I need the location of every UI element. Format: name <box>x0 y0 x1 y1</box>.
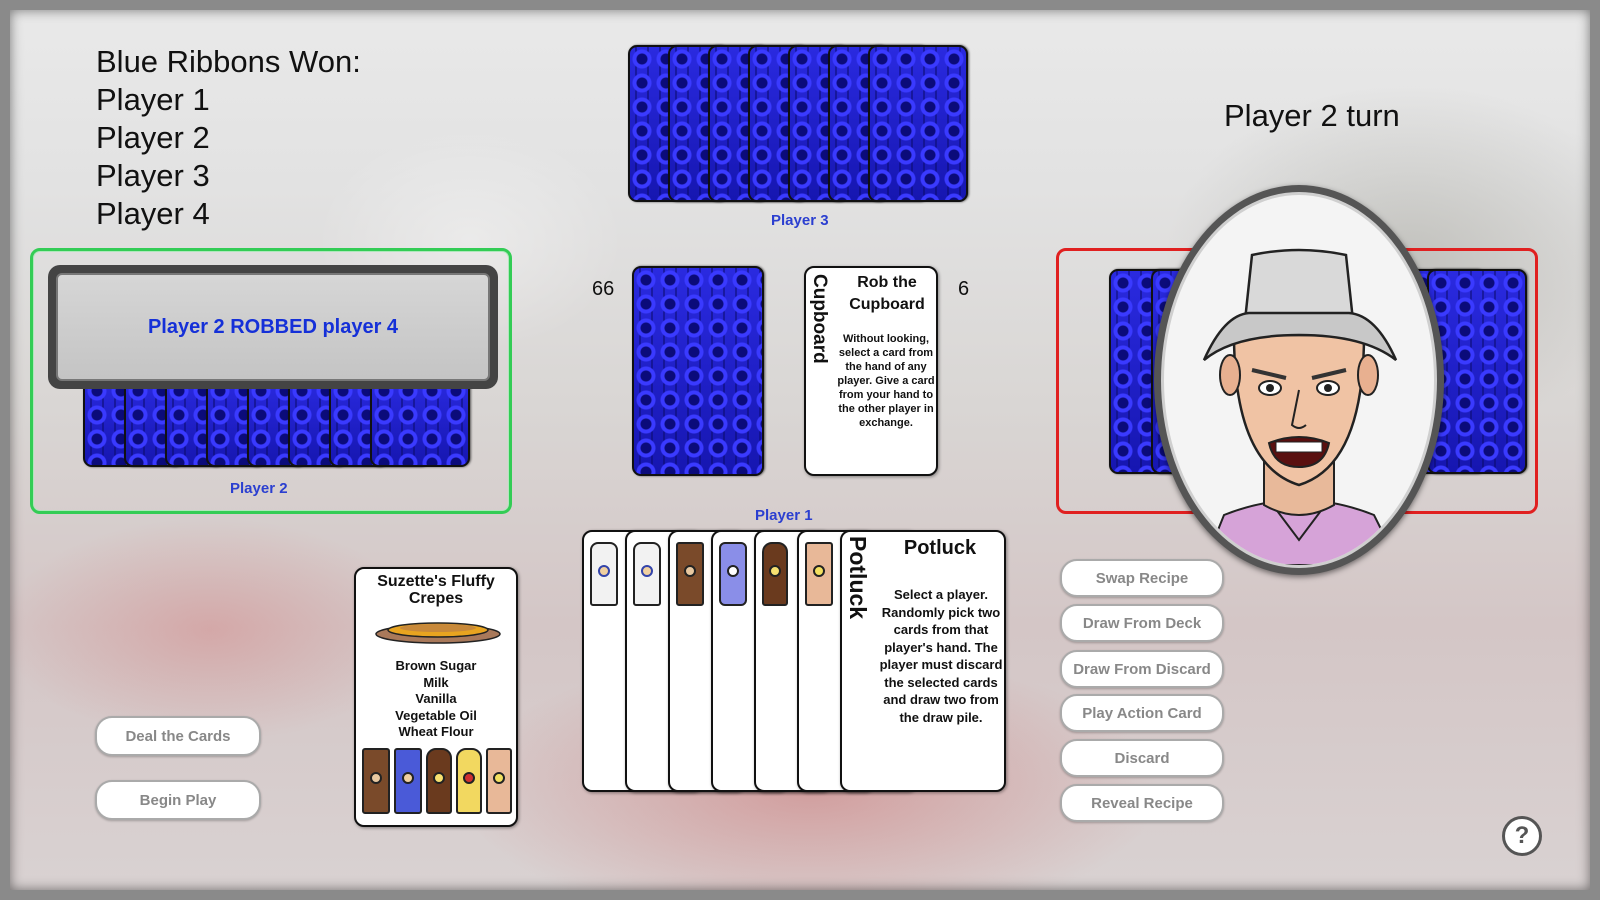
ingredient: Wheat Flour <box>398 724 474 739</box>
ingredient: Vanilla <box>415 691 457 706</box>
potluck-title: Potluck <box>903 537 977 559</box>
reveal-recipe-button[interactable]: Reveal Recipe <box>1060 784 1224 822</box>
card-back <box>1427 269 1527 474</box>
vanilla-bottle-icon <box>762 542 788 606</box>
ingredient: Vegetable Oil <box>395 707 477 723</box>
milk-carton-icon <box>633 542 661 606</box>
potluck-description: Select a player. Randomly pick two cards… <box>879 587 1003 725</box>
card-back <box>868 45 968 202</box>
hand-card-potluck[interactable]: Potluck Potluck Select a player. Randoml… <box>840 530 1006 792</box>
card-back <box>370 377 470 467</box>
message-panel: Player 2 ROBBED player 4 <box>56 273 490 381</box>
player-3-label: Player 3 <box>771 212 829 229</box>
player-3-hand <box>628 45 968 210</box>
portrait-frame <box>1161 192 1437 568</box>
discard-button[interactable]: Discard <box>1060 739 1224 777</box>
milk-carton-icon <box>394 748 422 814</box>
player-1-label: Player 1 <box>755 507 813 524</box>
discard-count: 6 <box>958 278 970 300</box>
player-2-area: Player 2 <box>30 248 512 514</box>
chocolate-box-icon <box>676 542 704 606</box>
recipe-ingredients: Brown Sugar Milk Vanilla Vegetable Oil W… <box>356 658 516 741</box>
discard-card-description: Without looking, select a card from the … <box>837 333 935 429</box>
player-1-hand: Potluck Potluck Select a player. Randoml… <box>582 530 1006 792</box>
player-2-label: Player 2 <box>230 480 288 497</box>
vegetable-oil-icon <box>456 748 482 814</box>
deal-cards-button[interactable]: Deal the Cards <box>95 716 261 756</box>
score-player-4: Player 4 <box>96 196 210 231</box>
crepe-plate-icon <box>375 622 501 644</box>
salt-container-icon <box>719 542 747 606</box>
flour-bag-icon <box>486 748 512 814</box>
begin-play-button[interactable]: Begin Play <box>95 780 261 820</box>
ingredient: Milk <box>423 674 449 690</box>
flour-bag-icon <box>805 542 833 606</box>
message-box: Player 2 ROBBED player 4 <box>48 265 498 389</box>
turn-indicator: Player 2 turn <box>1224 98 1400 133</box>
recipe-card[interactable]: Suzette's Fluffy Crepes Brown Sugar Milk… <box>354 567 518 827</box>
discard-card-title: Rob the Cupboard <box>849 274 925 313</box>
draw-from-discard-button[interactable]: Draw From Discard <box>1060 650 1224 688</box>
deck-count: 66 <box>592 278 615 300</box>
vanilla-bottle-icon <box>426 748 452 814</box>
message-text: Player 2 ROBBED player 4 <box>147 315 399 338</box>
help-button[interactable]: ? <box>1502 816 1542 856</box>
discard-card-side-title: Cupboard <box>809 274 830 364</box>
ingredient: Brown Sugar <box>395 658 477 673</box>
draw-deck[interactable] <box>632 266 764 476</box>
opponent-portrait <box>1154 185 1444 575</box>
discard-pile[interactable]: Cupboard Rob the Cupboard Without lookin… <box>804 266 938 476</box>
recipe-title: Suzette's Fluffy Crepes <box>377 573 495 607</box>
brown-sugar-icon <box>362 748 390 814</box>
scoreboard-title: Blue Ribbons Won: <box>96 44 361 79</box>
swap-recipe-button[interactable]: Swap Recipe <box>1060 559 1224 597</box>
milk-carton-icon <box>590 542 618 606</box>
opponent-face-icon <box>1202 248 1401 565</box>
draw-from-deck-button[interactable]: Draw From Deck <box>1060 604 1224 642</box>
score-player-2: Player 2 <box>96 120 210 155</box>
score-player-3: Player 3 <box>96 158 210 193</box>
score-player-1: Player 1 <box>96 82 210 117</box>
potluck-side-title: Potluck <box>845 536 871 620</box>
play-action-card-button[interactable]: Play Action Card <box>1060 694 1224 732</box>
help-icon: ? <box>1514 822 1530 849</box>
scoreboard: Blue Ribbons Won: Player 1 Player 2 Play… <box>96 44 361 232</box>
